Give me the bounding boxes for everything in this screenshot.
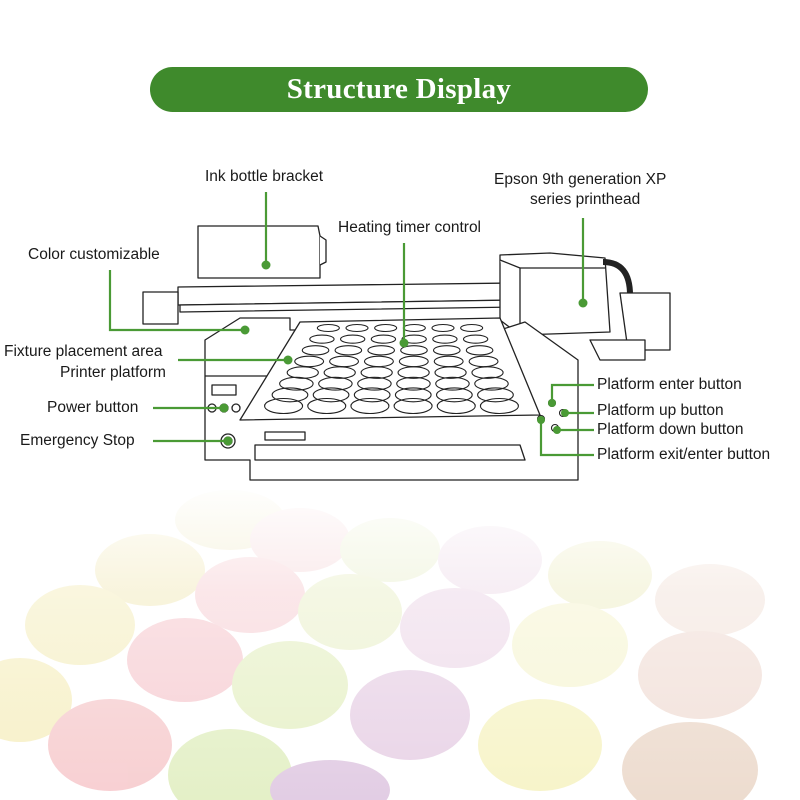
tray-hole — [396, 376, 431, 391]
tray-hole — [393, 397, 433, 415]
tray-hole — [345, 323, 369, 333]
label-platform-enter-button: Platform enter button — [597, 376, 742, 393]
label-platform-up-button: Platform up button — [597, 402, 724, 419]
tray-hole — [462, 334, 489, 344]
tray-hole — [432, 334, 458, 344]
tray-hole — [357, 376, 392, 391]
label-printhead-line2: series printhead — [530, 191, 641, 208]
tray-hole — [307, 397, 347, 415]
label-color-customizable: Color customizable — [28, 246, 160, 263]
tray-hole — [350, 397, 390, 415]
tray-hole — [312, 387, 350, 403]
tray-hole — [316, 323, 340, 333]
label-power-button: Power button — [47, 399, 139, 416]
tray-hole — [435, 387, 473, 403]
tray-hole — [471, 366, 504, 379]
tray-hole — [374, 323, 398, 333]
tray-hole — [309, 334, 335, 344]
printhead-dot — [578, 298, 588, 308]
tray-hole — [436, 397, 476, 415]
tray-hole — [318, 376, 353, 391]
ink-bracket-dot — [261, 260, 271, 270]
exit-dot — [537, 416, 545, 424]
down-dot — [553, 426, 561, 434]
label-heating-timer-control: Heating timer control — [338, 219, 482, 236]
tray-hole — [264, 397, 304, 415]
tray-hole — [434, 366, 467, 379]
label-platform-exit-enter-button: Platform exit/enter button — [597, 446, 771, 463]
tray-hole — [465, 345, 494, 356]
label-platform-down-button: Platform down button — [597, 421, 744, 438]
tray-hole — [301, 345, 330, 356]
label-ink-bottle-bracket: Ink bottle bracket — [205, 168, 324, 185]
tray-hole — [353, 387, 391, 403]
fixture-dot — [283, 355, 293, 365]
tray-hole — [394, 387, 432, 403]
up-dot — [561, 409, 569, 417]
label-fixture-placement-area: Fixture placement area — [4, 343, 163, 360]
label-printhead-line1: Epson 9th generation XP — [494, 171, 667, 188]
tray-hole — [323, 366, 356, 379]
tray-hole — [460, 323, 484, 333]
tray-hole — [400, 345, 428, 356]
tray-hole — [334, 345, 363, 356]
tray-hole — [339, 334, 366, 344]
tray-hole — [435, 376, 470, 391]
tray-hole — [474, 376, 509, 391]
tray-hole — [431, 323, 455, 333]
tray-hole — [477, 387, 514, 403]
title-banner: Structure Display — [150, 67, 648, 112]
color-dot — [240, 325, 250, 335]
page-title: Structure Display — [286, 73, 512, 105]
macaron-background-image — [0, 480, 800, 800]
tray-hole — [360, 366, 393, 379]
tray-hole — [367, 345, 396, 356]
tray-hole — [271, 387, 309, 403]
tray-hole — [279, 376, 314, 391]
label-emergency-stop: Emergency Stop — [20, 432, 135, 449]
tray-hole — [294, 355, 325, 368]
estop-dot — [223, 436, 233, 446]
tray-holes — [264, 323, 519, 415]
tray-hole — [397, 366, 430, 379]
label-printer-platform: Printer platform — [60, 364, 166, 381]
tray-hole — [370, 334, 397, 344]
power-dot — [219, 403, 229, 413]
heating-dot — [399, 338, 409, 348]
tray-hole — [479, 397, 519, 415]
tray-hole — [432, 345, 461, 356]
enter-dot — [548, 399, 556, 407]
